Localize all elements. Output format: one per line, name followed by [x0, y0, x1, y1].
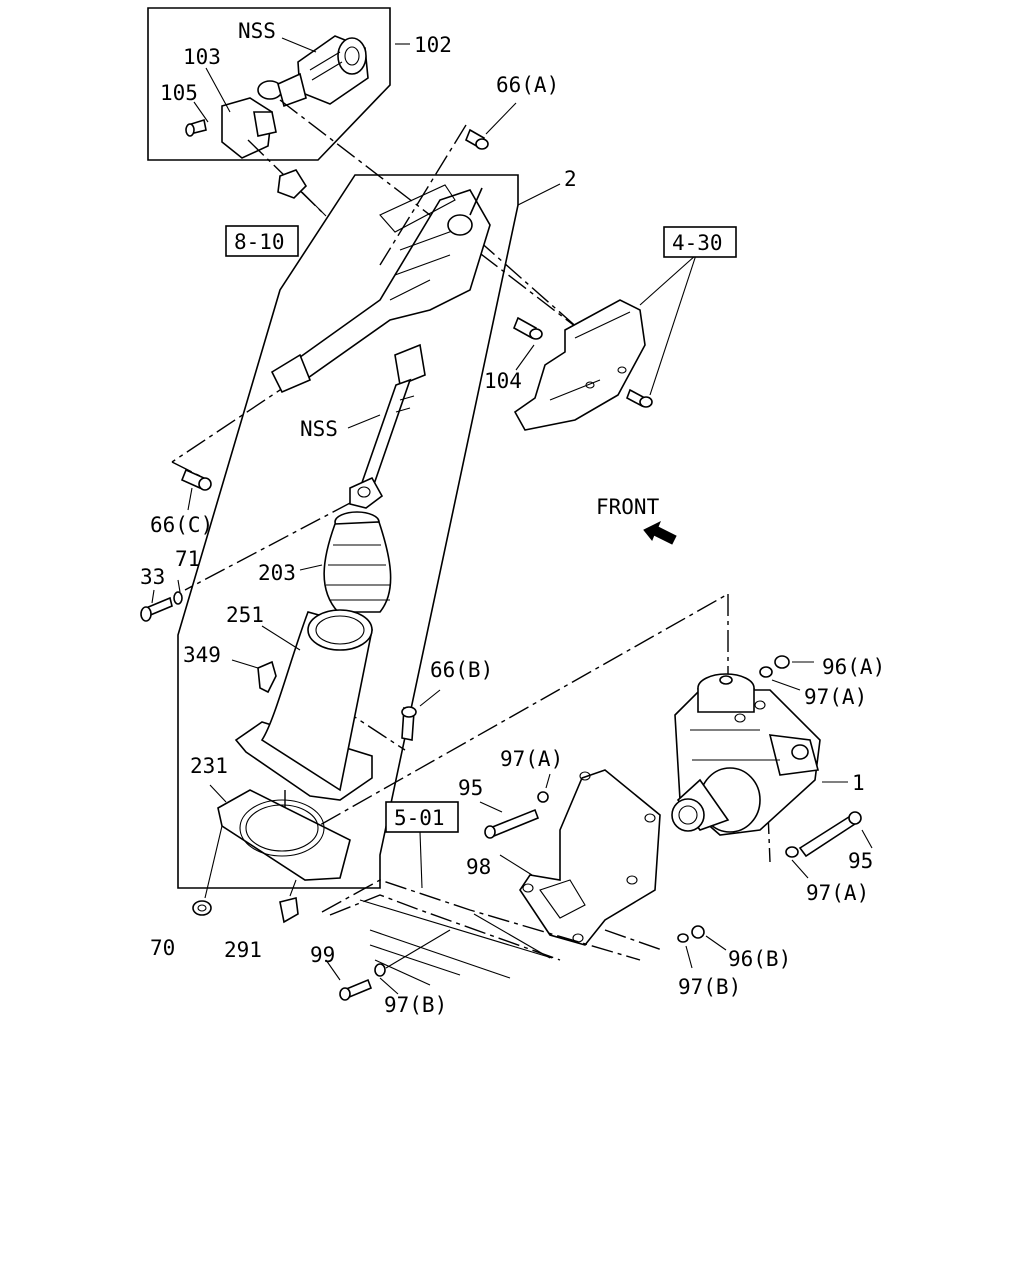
- label-98: 98: [466, 855, 491, 879]
- boot-203: [323, 511, 392, 613]
- steering-gear: [671, 673, 821, 836]
- steering-column: [270, 184, 491, 509]
- arrow-front-icon: [643, 520, 677, 545]
- label-71: 71: [175, 547, 200, 571]
- label-70: 70: [150, 936, 175, 960]
- label-nss-top: NSS: [238, 19, 276, 43]
- label-95-left: 95: [458, 776, 483, 800]
- ref-4-30-label: 4-30: [672, 231, 723, 255]
- label-203: 203: [258, 561, 296, 585]
- label-231: 231: [190, 754, 228, 778]
- label-97a-right: 97(A): [804, 685, 867, 709]
- fasteners-lower-left: [192, 825, 299, 924]
- label-99: 99: [310, 943, 335, 967]
- label-97a-mid: 97(A): [500, 747, 563, 771]
- label-97b-right: 97(B): [678, 975, 741, 999]
- part-labels: NSS 102 103 105 66(A) 2 104 NSS 66(C) 71…: [140, 19, 885, 1017]
- label-96a: 96(A): [822, 655, 885, 679]
- label-102: 102: [414, 33, 452, 57]
- label-103: 103: [183, 45, 221, 69]
- ref-box-8-10[interactable]: 8-10: [225, 225, 299, 257]
- label-291: 291: [224, 938, 262, 962]
- ref-box-4-30[interactable]: 4-30: [663, 226, 737, 258]
- leader-lines: [151, 102, 848, 876]
- label-349: 349: [183, 643, 221, 667]
- label-66c: 66(C): [150, 513, 213, 537]
- label-97b-left: 97(B): [384, 993, 447, 1017]
- label-66b: 66(B): [430, 658, 493, 682]
- ref-box-5-01[interactable]: 5-01: [385, 801, 459, 833]
- ref-5-01-label: 5-01: [394, 806, 445, 830]
- label-104: 104: [484, 369, 522, 393]
- knob-part: [277, 169, 327, 217]
- label-66a-top: 66(A): [496, 73, 559, 97]
- label-nss-mid: NSS: [300, 417, 338, 441]
- ref-8-10-label: 8-10: [234, 230, 285, 254]
- label-1: 1: [852, 771, 865, 795]
- fasteners-right: [677, 655, 873, 969]
- label-33: 33: [140, 565, 165, 589]
- label-105: 105: [160, 81, 198, 105]
- boot-251: [234, 609, 373, 801]
- frame-rail: [321, 831, 641, 1001]
- label-95-right: 95: [848, 849, 873, 873]
- alignment-lines: [171, 99, 771, 951]
- bracket-98: [479, 769, 661, 946]
- bolts: [140, 128, 653, 741]
- label-front: FRONT: [596, 495, 660, 519]
- column-group-outline: [177, 174, 561, 889]
- switch-assembly-inset: [147, 7, 410, 161]
- label-2: 2: [564, 167, 577, 191]
- gasket-231: [217, 789, 351, 881]
- label-97a-low: 97(A): [806, 881, 869, 905]
- label-251: 251: [226, 603, 264, 627]
- label-96b: 96(B): [728, 947, 791, 971]
- column-cover: [513, 299, 646, 431]
